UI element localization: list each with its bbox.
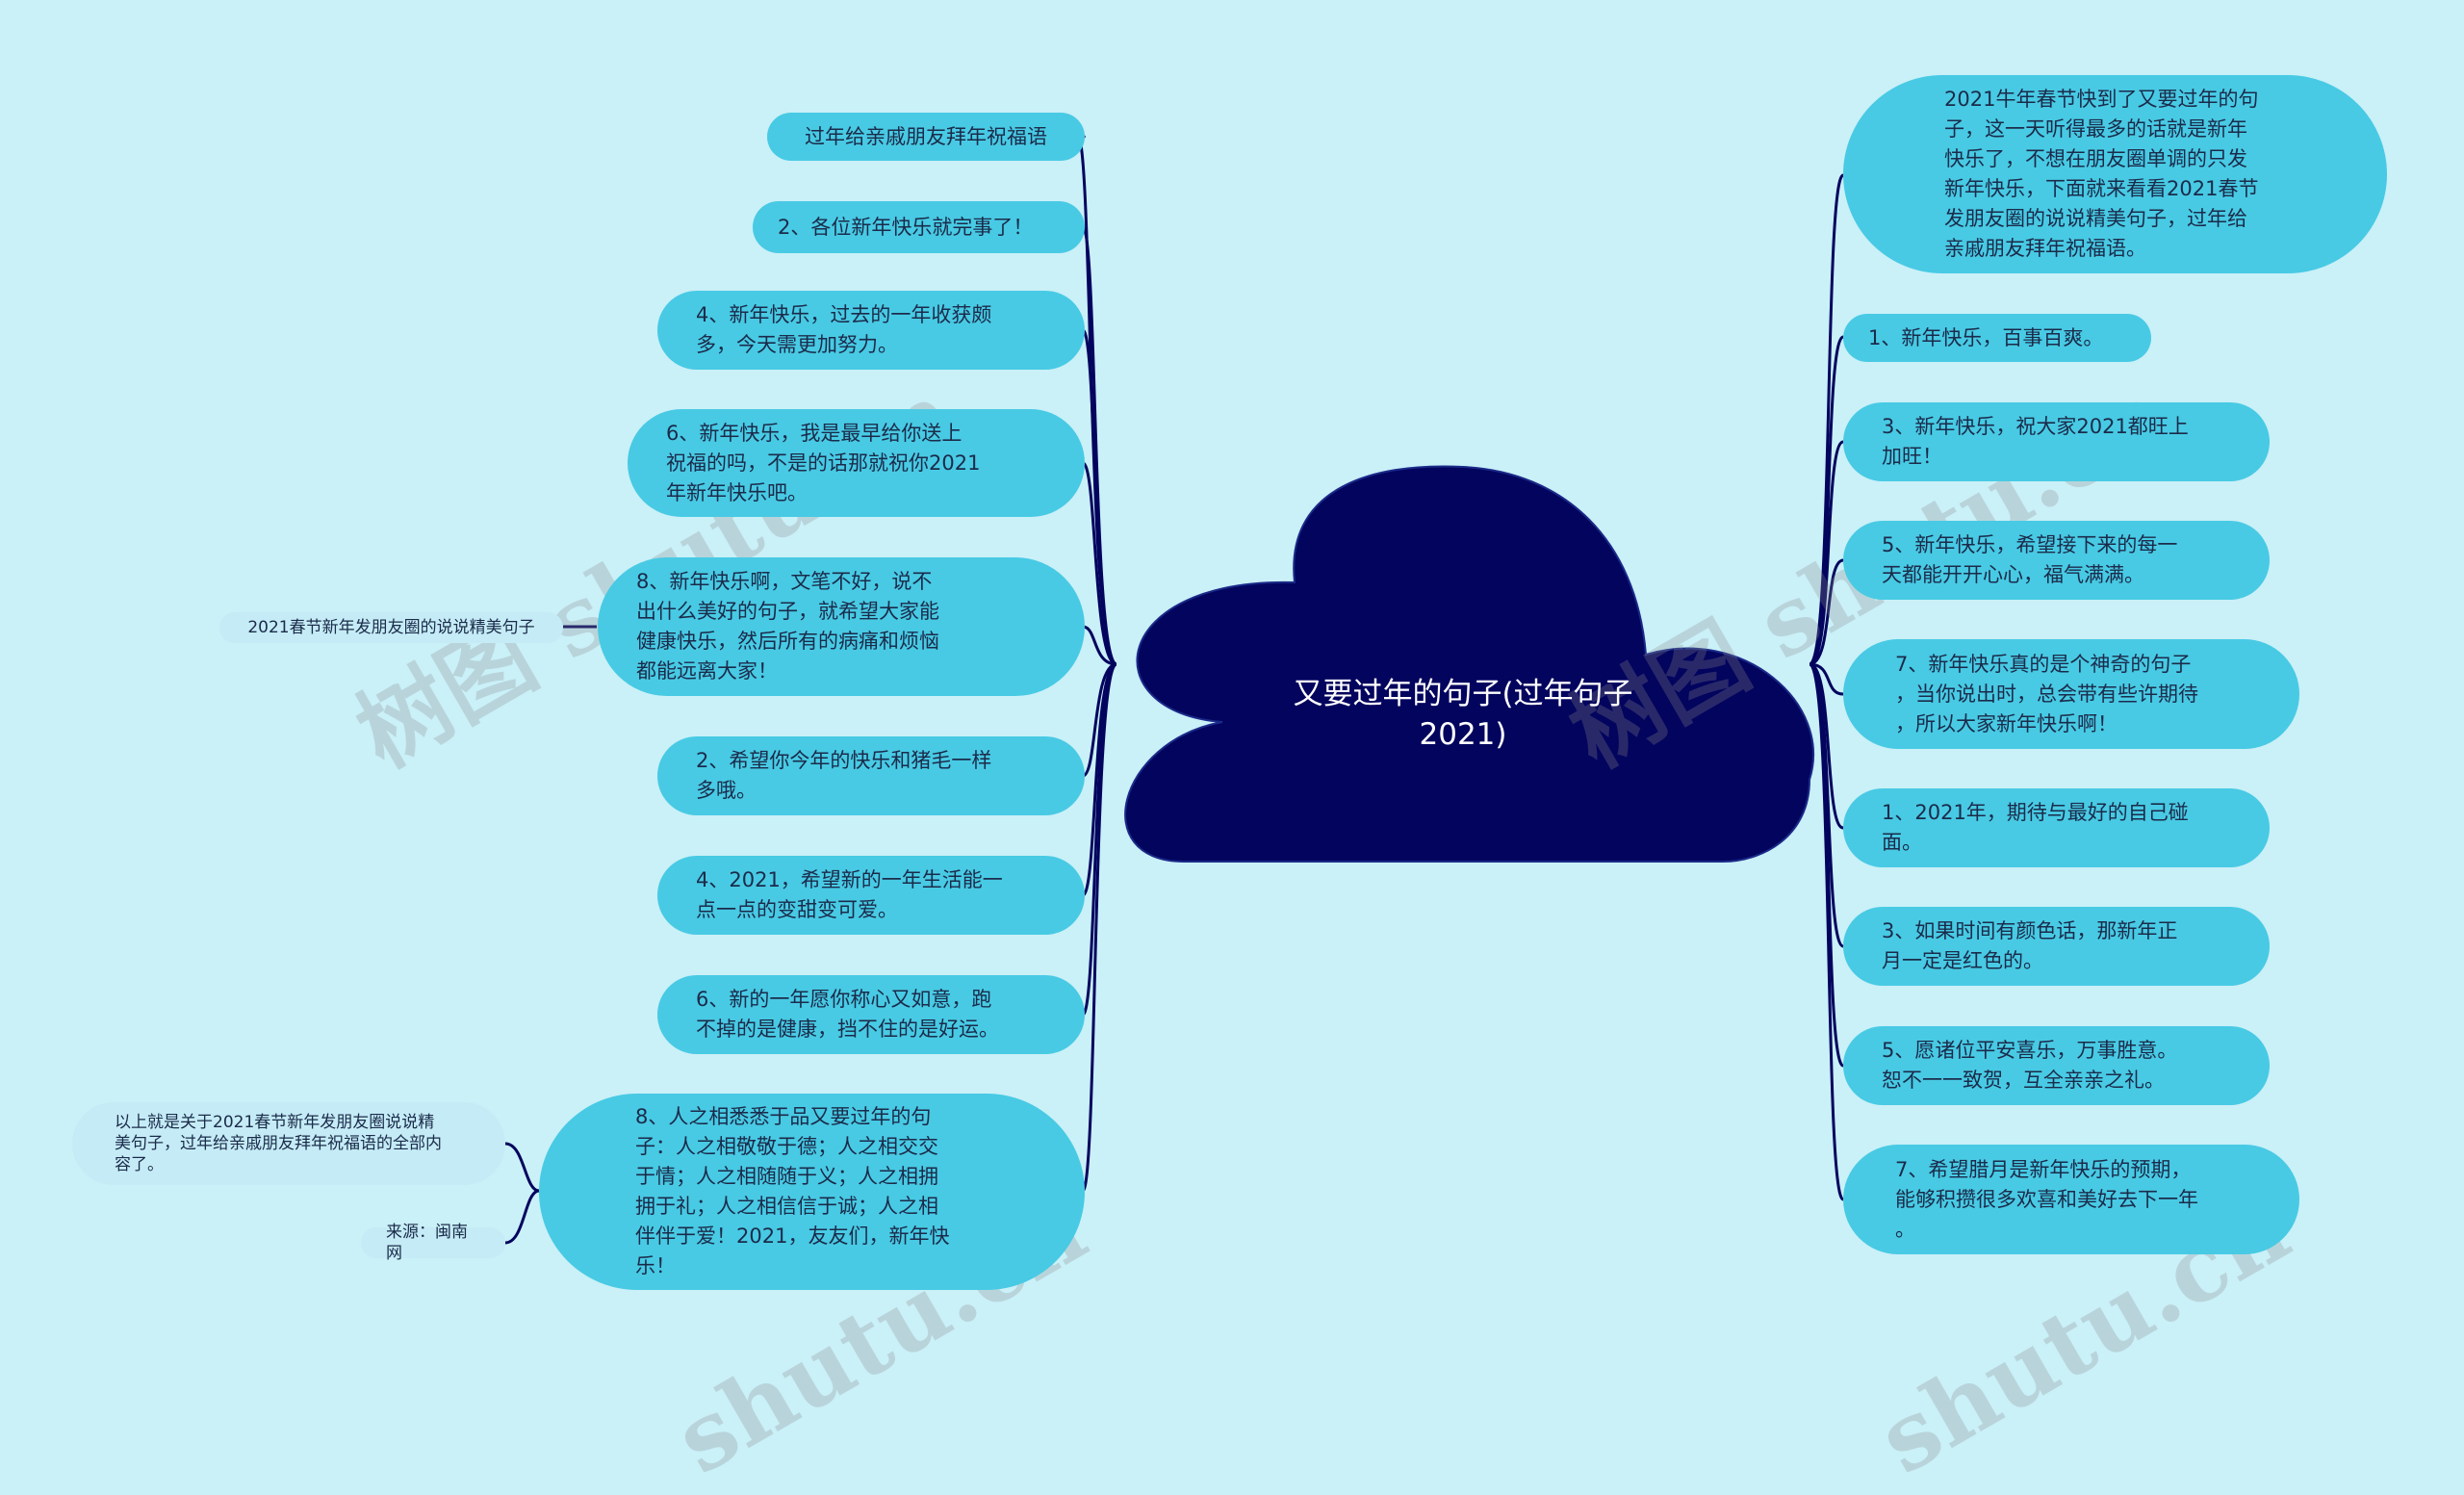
right-node-3-text: 3、新年快乐，祝大家2021都旺上 加旺！	[1882, 415, 2189, 468]
right-node-3[interactable]: 3、新年快乐，祝大家2021都旺上 加旺！	[1843, 402, 2270, 481]
left-node-3-text: 4、新年快乐，过去的一年收获颇 多，今天需更加努力。	[696, 303, 992, 356]
right-node-1[interactable]: 2021牛年春节快到了又要过年的句 子，这一天听得最多的话就是新年 快乐了，不想…	[1843, 75, 2387, 273]
connector-left-4	[1081, 461, 1117, 666]
connector-leaf-3	[504, 1189, 540, 1245]
left-leaf-1-text: 2021春节新年发朋友圈的说说精美句子	[247, 618, 535, 637]
connector-left-9	[1081, 662, 1118, 1193]
right-node-5[interactable]: 7、新年快乐真的是个神奇的句子 ，当你说出时，总会带有些许期待 ，所以大家新年快…	[1843, 639, 2299, 749]
right-node-7[interactable]: 3、如果时间有颜色话，那新年正 月一定是红色的。	[1843, 907, 2270, 986]
connector-right-2	[1809, 335, 1845, 666]
left-node-4[interactable]: 6、新年快乐，我是最早给你送上 祝福的吗，不是的话那就祝你2021 年新年快乐吧…	[628, 409, 1085, 517]
connector-right-9	[1808, 662, 1845, 1201]
connector-leaf-2	[504, 1142, 540, 1193]
left-node-3[interactable]: 4、新年快乐，过去的一年收获颇 多，今天需更加努力。	[657, 291, 1085, 370]
right-node-9[interactable]: 7、希望腊月是新年快乐的预期， 能够积攒很多欢喜和美好去下一年 。	[1843, 1145, 2299, 1254]
right-node-2-text: 1、新年快乐，百事百爽。	[1868, 325, 2104, 349]
connector-right-6	[1809, 662, 1844, 830]
root-cloud-shape	[1124, 465, 1815, 863]
left-node-6-text: 2、希望你今年的快乐和猪毛一样 多哦。	[696, 749, 992, 802]
connector-right-1	[1808, 173, 1845, 666]
connector-layer	[504, 135, 1845, 1245]
right-node-2[interactable]: 1、新年快乐，百事百爽。	[1843, 314, 2151, 362]
connector-left-5	[1082, 625, 1117, 666]
left-leaf-3-text: 来源：闽南网	[386, 1223, 468, 1263]
left-node-8-text: 6、新的一年愿你称心又如意，跑 不掉的是健康，挡不住的是好运。	[696, 988, 999, 1041]
left-node-9[interactable]: 8、人之相悉悉于品又要过年的句 子：人之相敬敬于德；人之相交交 于情；人之相随随…	[539, 1094, 1085, 1290]
right-node-8-text: 5、愿诸位平安喜乐，万事胜意。 恕不一一致贺，互全亲亲之礼。	[1882, 1039, 2178, 1092]
left-node-4-text: 6、新年快乐，我是最早给你送上 祝福的吗，不是的话那就祝你2021 年新年快乐吧…	[666, 421, 981, 504]
left-leaf-2[interactable]: 以上就是关于2021春节新年发朋友圈说说精 美句子，过年给亲戚朋友拜年祝福语的全…	[72, 1102, 505, 1185]
left-node-5[interactable]: 8、新年快乐啊，文笔不好，说不 出什么美好的句子，就希望大家能 健康快乐，然后所…	[598, 557, 1085, 696]
right-node-9-text: 7、希望腊月是新年快乐的预期， 能够积攒很多欢喜和美好去下一年 。	[1895, 1157, 2198, 1241]
root-topic[interactable]: 又要过年的句子(过年句子 2021)	[1293, 677, 1633, 752]
right-node-6[interactable]: 1、2021年，期待与最好的自己碰 面。	[1843, 788, 2270, 867]
right-node-4[interactable]: 5、新年快乐，希望接下来的每一 天都能开开心心，福气满满。	[1843, 521, 2270, 600]
connector-right-3	[1809, 440, 1844, 666]
right-node-8[interactable]: 5、愿诸位平安喜乐，万事胜意。 恕不一一致贺，互全亲亲之礼。	[1843, 1026, 2270, 1105]
left-node-7[interactable]: 4、2021，希望新的一年生活能一 点一点的变甜变可爱。	[657, 856, 1085, 935]
connector-right-5	[1809, 662, 1844, 696]
left-node-9-text: 8、人之相悉悉于品又要过年的句 子：人之相敬敬于德；人之相交交 于情；人之相随随…	[635, 1105, 950, 1277]
left-node-8[interactable]: 6、新的一年愿你称心又如意，跑 不掉的是健康，挡不住的是好运。	[657, 975, 1085, 1054]
left-node-6[interactable]: 2、希望你今年的快乐和猪毛一样 多哦。	[657, 736, 1085, 815]
left-leaf-1[interactable]: 2021春节新年发朋友圈的说说精美句子	[219, 612, 563, 643]
right-node-4-text: 5、新年快乐，希望接下来的每一 天都能开开心心，福气满满。	[1882, 533, 2178, 586]
left-node-1-text: 过年给亲戚朋友拜年祝福语	[805, 124, 1047, 148]
connector-right-4	[1809, 558, 1844, 666]
right-node-7-text: 3、如果时间有颜色话，那新年正 月一定是红色的。	[1882, 919, 2178, 972]
right-node-1-text: 2021牛年春节快到了又要过年的句 子，这一天听得最多的话就是新年 快乐了，不想…	[1944, 88, 2259, 260]
left-node-2[interactable]: 2、各位新年快乐就完事了！	[753, 201, 1085, 253]
connector-left-6	[1082, 662, 1117, 778]
connector-left-3	[1081, 328, 1117, 666]
left-leaf-3[interactable]: 来源：闽南网	[361, 1223, 505, 1263]
left-node-1[interactable]: 过年给亲戚朋友拜年祝福语	[767, 113, 1085, 161]
left-node-2-text: 2、各位新年快乐就完事了！	[778, 215, 1034, 239]
left-leaf-2-text: 以上就是关于2021春节新年发朋友圈说说精 美句子，过年给亲戚朋友拜年祝福语的全…	[115, 1113, 442, 1174]
right-node-5-text: 7、新年快乐真的是个神奇的句子 ，当你说出时，总会带有些许期待 ，所以大家新年快…	[1895, 652, 2198, 735]
right-node-6-text: 1、2021年，期待与最好的自己碰 面。	[1882, 801, 2189, 854]
left-node-5-text: 8、新年快乐啊，文笔不好，说不 出什么美好的句子，就希望大家能 健康快乐，然后所…	[636, 570, 939, 683]
left-node-7-text: 4、2021，希望新的一年生活能一 点一点的变甜变可爱。	[696, 868, 1003, 921]
